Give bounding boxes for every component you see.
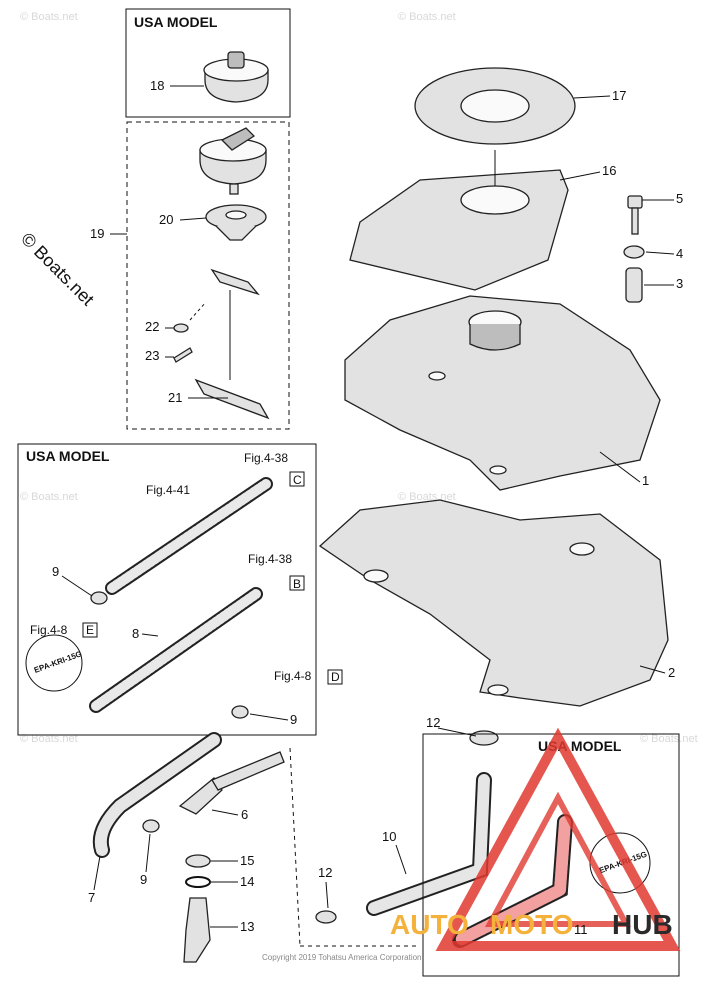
watermark-boats: © Boats.net — [640, 733, 698, 745]
usa-model-label: USA MODEL — [134, 14, 218, 30]
fig-ref-mid-letter: B — [293, 577, 301, 591]
callout-7: 7 — [88, 890, 95, 905]
callout-8: 8 — [132, 626, 139, 641]
fuel-line-parts — [92, 705, 285, 963]
callout-9: 9 — [290, 712, 297, 727]
fig-ref-left: Fig.4-8 — [30, 623, 68, 637]
fig-ref-mid: Fig.4-38 — [248, 552, 292, 566]
figure-references: Fig.4-38 C Fig.4-41 Fig.4-38 B Fig.4-8 E… — [30, 451, 343, 685]
callout-23: 23 — [145, 348, 159, 363]
fig-ref-hose41: Fig.4-41 — [146, 483, 190, 497]
callout-3: 3 — [676, 276, 683, 291]
usa-model-cap-box: USA MODEL — [125, 8, 291, 118]
callouts: 1 2 3 4 5 6 7 8 9 9 9 10 11 12 12 13 14 — [52, 78, 683, 937]
watermark-boats-rotated: © Boats.net — [17, 229, 98, 310]
watermark-boats: © Boats.net — [20, 491, 78, 503]
callout-4: 4 — [676, 246, 683, 261]
usa-model-hose-box: USA MODEL EPA-KRI-15G — [17, 443, 317, 736]
callout-6: 6 — [241, 807, 248, 822]
assembly-19-dashed-frame — [126, 121, 290, 430]
automotohub-watermark: AUTO MOTO HUB — [390, 727, 681, 951]
callout-5: 5 — [676, 191, 683, 206]
callout-11: 11 — [574, 922, 588, 937]
callout-12: 12 — [426, 715, 440, 730]
brand-auto: AUTO — [390, 909, 469, 940]
fig-ref-lower-letter: D — [331, 670, 340, 684]
brand-moto: MOTO — [490, 909, 573, 940]
callout-13: 13 — [240, 919, 254, 934]
usa-model-label: USA MODEL — [26, 448, 110, 464]
fig-ref-top: Fig.4-38 — [244, 451, 288, 465]
copyright-notice: Copyright 2019 Tohatsu America Corporati… — [262, 953, 422, 962]
callout-16: 16 — [602, 163, 616, 178]
watermark-boats: © Boats.net — [20, 11, 78, 23]
fuel-tank-parts — [318, 67, 669, 707]
callout-2: 2 — [668, 665, 675, 680]
callout-17: 17 — [612, 88, 626, 103]
brand-hub: HUB — [612, 909, 673, 940]
watermark-boats: © Boats.net — [20, 733, 78, 745]
watermark-boats: © Boats.net — [398, 11, 456, 23]
callout-18: 18 — [150, 78, 164, 93]
fig-ref-top-letter: C — [293, 473, 302, 487]
fig-ref-lower: Fig.4-8 — [274, 669, 312, 683]
callout-10: 10 — [382, 829, 396, 844]
background-watermarks: © Boats.net © Boats.net © Boats.net © Bo… — [20, 11, 698, 745]
callout-21: 21 — [168, 390, 182, 405]
callout-22: 22 — [145, 319, 159, 334]
fuel-cap-usa-part — [203, 51, 269, 103]
callout-15: 15 — [240, 853, 254, 868]
callout-14: 14 — [240, 874, 254, 889]
callout-12: 12 — [318, 865, 332, 880]
callout-9: 9 — [140, 872, 147, 887]
callout-20: 20 — [159, 212, 173, 227]
callout-19: 19 — [90, 226, 104, 241]
callout-9: 9 — [52, 564, 59, 579]
fig-ref-left-letter: E — [86, 623, 94, 637]
callout-1: 1 — [642, 473, 649, 488]
fuel-cap-assembly-parts — [173, 127, 270, 420]
